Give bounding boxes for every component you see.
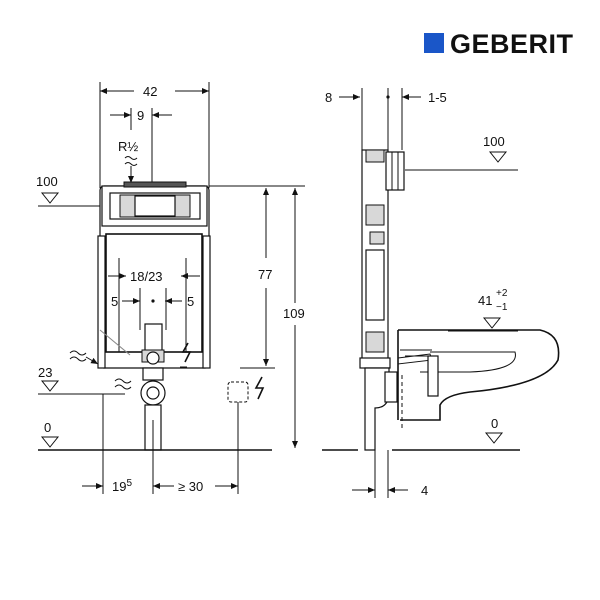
dim-floor-0-right: 0 <box>491 416 498 431</box>
triangle-level-icon <box>40 192 60 204</box>
dim-pipe-offset-4: 4 <box>421 483 428 498</box>
electrical-icon <box>181 342 192 363</box>
front-view: 42 9 R½ 100 <box>36 82 305 494</box>
dim-side-right-5: 5 <box>187 294 194 309</box>
triangle-level-icon <box>40 380 60 392</box>
dim-offset-9: 9 <box>137 108 144 123</box>
triangle-level-icon <box>484 432 504 444</box>
water-wave-icon <box>69 350 132 390</box>
brand-name: GEBERIT <box>450 29 574 59</box>
triangle-level-icon <box>40 436 60 448</box>
geberit-logo: GEBERIT <box>424 29 574 59</box>
dim-depth-8: 8 <box>325 90 332 105</box>
water-arrow-icon <box>124 156 138 183</box>
triangle-level-icon <box>488 151 508 163</box>
side-view: 8 1-5 100 41 <box>322 88 560 498</box>
dim-height-77: 77 <box>258 267 272 282</box>
dim-height-100-right: 100 <box>483 134 505 149</box>
dim-flush-spacing: 18/23 <box>130 269 163 284</box>
dim-offset-left-19: 195 <box>112 478 132 494</box>
dim-offset-right-30: ≥ 30 <box>178 479 203 494</box>
triangle-level-icon <box>482 317 502 329</box>
water-connection-label: R½ <box>118 139 138 154</box>
dim-bowl-tol-minus: −1 <box>496 302 508 313</box>
dim-height-100-left: 100 <box>36 174 58 189</box>
logo-square-icon <box>424 33 444 53</box>
dim-wall-gap: 1-5 <box>428 90 447 105</box>
dim-bowl-height: 41 <box>478 293 492 308</box>
electrical-icon <box>254 376 265 400</box>
dim-bowl-tol-plus: +2 <box>496 288 508 299</box>
dim-floor-0-left: 0 <box>44 420 51 435</box>
dim-side-left-5: 5 <box>111 294 118 309</box>
dim-height-109: 109 <box>283 306 305 321</box>
dim-waste-height-23: 23 <box>38 365 52 380</box>
dim-width-42: 42 <box>143 84 157 99</box>
